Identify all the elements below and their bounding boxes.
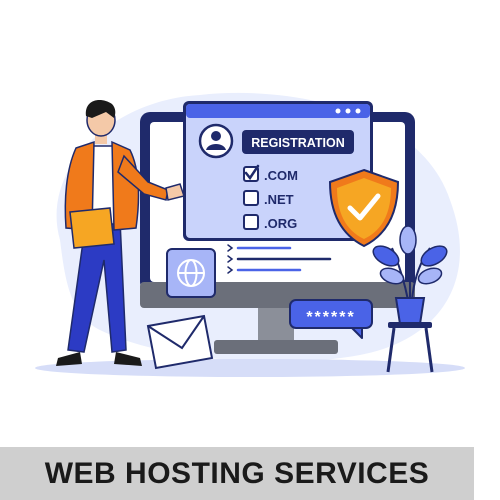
domain-label-net: .NET [264, 192, 294, 207]
title-banner: WEB HOSTING SERVICES [0, 447, 474, 500]
registration-badge [242, 130, 354, 154]
password-mask: ****** [306, 309, 355, 326]
shield-check-icon [328, 168, 400, 248]
plant-icon [372, 225, 448, 373]
envelope-icon [146, 314, 214, 370]
checkmark-icon [244, 164, 260, 181]
man-figure [56, 100, 185, 366]
window-dots-icon [335, 108, 361, 114]
domain-option-net: .NET [243, 190, 294, 207]
domain-label-com: .COM [264, 168, 298, 183]
hosting-illustration: REGISTRATION .COM .NET .ORG ** [35, 92, 465, 377]
domain-option-org: .ORG [243, 214, 297, 231]
password-bubble: ****** [289, 299, 373, 339]
banner-title: WEB HOSTING SERVICES [44, 456, 430, 490]
domain-label-org: .ORG [264, 216, 297, 231]
globe-icon [166, 248, 216, 298]
registration-label: REGISTRATION [251, 136, 345, 150]
code-lines [227, 244, 332, 274]
domain-option-com: .COM [243, 164, 298, 183]
user-icon [198, 123, 234, 159]
